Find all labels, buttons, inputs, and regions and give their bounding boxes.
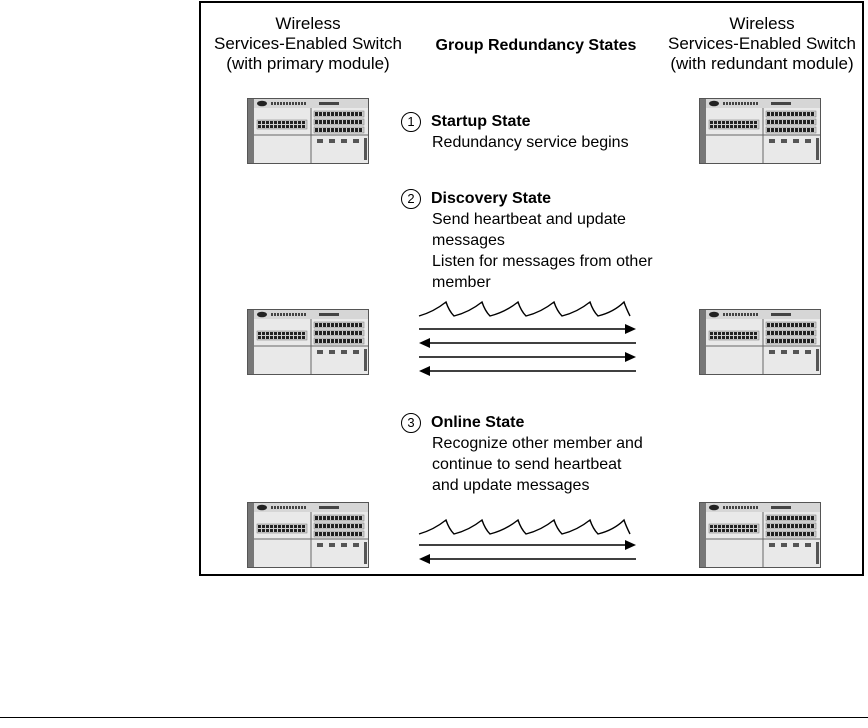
page-footer-rule	[0, 717, 868, 718]
arrow-right-icon	[419, 352, 636, 362]
state-line: member	[432, 274, 491, 291]
redundant-header-line-3: (with redundant module)	[670, 54, 854, 73]
primary-header-line-2: Services-Enabled Switch	[213, 34, 403, 53]
state-line: and update messages	[432, 477, 590, 494]
redundant-switch-icon	[699, 502, 821, 568]
state-line: Send heartbeat and update	[432, 211, 626, 228]
arrow-left-icon	[419, 338, 636, 348]
primary-switch-icon	[247, 309, 369, 375]
states-header: Group Redundancy States	[435, 37, 637, 54]
state-description: Send heartbeat and update messages Liste…	[401, 209, 653, 293]
state-description: Recognize other member and continue to s…	[401, 433, 643, 496]
redundant-switch-icon	[699, 309, 821, 375]
state-title-text: Discovery State	[431, 190, 552, 207]
state-title: 2 Discovery State	[401, 188, 653, 209]
state-number-badge: 1	[401, 111, 421, 132]
heartbeat-wave-icon	[418, 518, 631, 535]
state-line: continue to send heartbeat	[432, 456, 622, 473]
arrow-left-icon	[419, 554, 636, 564]
state-line: Redundancy service begins	[432, 134, 629, 151]
state-line: Recognize other member and	[432, 435, 643, 452]
redundant-header-line-1: Wireless	[729, 14, 795, 33]
arrow-left-icon	[419, 366, 636, 376]
state-line: Listen for messages from other	[432, 253, 653, 270]
state-description: Redundancy service begins	[401, 132, 629, 153]
state-number-badge: 3	[401, 412, 421, 433]
redundant-header-line-2: Services-Enabled Switch	[667, 34, 857, 53]
discovery-state: 2 Discovery State Send heartbeat and upd…	[401, 188, 653, 293]
discovery-traffic	[418, 300, 636, 376]
state-title-text: Online State	[431, 414, 525, 431]
state-number-badge: 2	[401, 188, 421, 209]
primary-switch-header: Wireless Services-Enabled Switch (with p…	[201, 14, 415, 74]
primary-header-line-1: Wireless	[275, 14, 341, 33]
state-line: messages	[432, 232, 505, 249]
redundant-switch-header: Wireless Services-Enabled Switch (with r…	[656, 14, 868, 74]
online-state: 3 Online State Recognize other member an…	[401, 412, 643, 496]
heartbeat-wave-icon	[418, 300, 631, 317]
state-title-text: Startup State	[431, 113, 531, 130]
online-traffic	[418, 518, 636, 564]
primary-header-line-3: (with primary module)	[226, 54, 390, 73]
diagram-frame: Wireless Services-Enabled Switch (with p…	[199, 1, 864, 576]
startup-state: 1 Startup State Redundancy service begin…	[401, 111, 629, 153]
state-title: 3 Online State	[401, 412, 643, 433]
arrow-right-icon	[419, 540, 636, 550]
primary-switch-icon	[247, 502, 369, 568]
arrow-right-icon	[419, 324, 636, 334]
redundant-switch-icon	[699, 98, 821, 164]
primary-switch-icon	[247, 98, 369, 164]
state-title: 1 Startup State	[401, 111, 629, 132]
